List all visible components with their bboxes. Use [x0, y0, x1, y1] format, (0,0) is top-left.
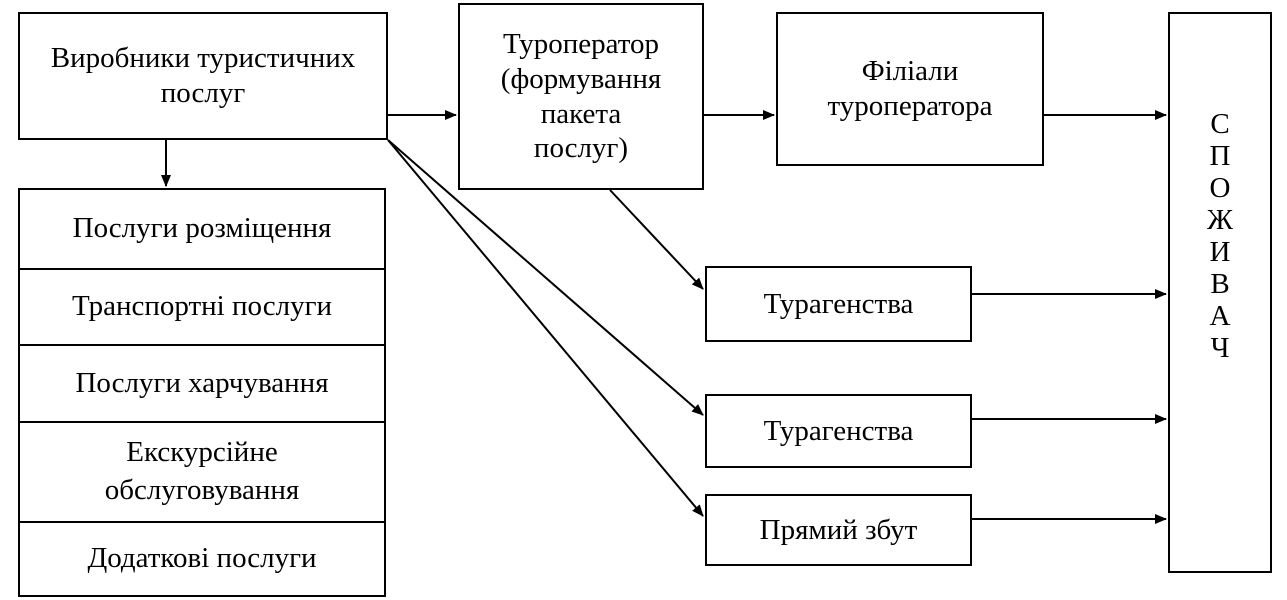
service-item-additional: Додаткові послуги: [20, 521, 384, 595]
agency-1-label: Турагенства: [763, 287, 914, 320]
direct-sales-box: Прямий збут: [705, 494, 972, 566]
direct-sales-label: Прямий збут: [759, 513, 918, 546]
consumer-letter: Ж: [1207, 204, 1233, 236]
consumer-letter: С: [1210, 108, 1230, 140]
consumer-box: С П О Ж И В А Ч: [1168, 12, 1272, 573]
producer-box: Виробники туристичних послуг: [18, 12, 388, 140]
consumer-label: С П О Ж И В А Ч: [1207, 108, 1233, 364]
agency-box-1: Турагенства: [705, 266, 972, 342]
service-label: Послуги харчування: [75, 366, 329, 399]
tour-operator-box: Туроператор (формування пакета послуг): [458, 3, 704, 190]
arrow-tour-operator-to-agency-1: [609, 189, 704, 290]
arrow-producer-to-agency-2: [387, 139, 704, 416]
arrow-producer-to-direct-sales: [387, 139, 704, 517]
consumer-letter: Ч: [1210, 332, 1230, 364]
service-label: Додаткові послуги: [87, 542, 317, 575]
service-label: Екскурсійне обслуговування: [104, 436, 300, 506]
service-item-excursion: Екскурсійне обслуговування: [20, 421, 384, 521]
service-label: Послуги розміщення: [72, 212, 332, 245]
consumer-letter: В: [1210, 268, 1230, 300]
service-item-accommodation: Послуги розміщення: [20, 190, 384, 268]
service-item-catering: Послуги харчування: [20, 344, 384, 421]
consumer-letter: А: [1209, 300, 1231, 332]
branches-box: Філіали туроператора: [776, 12, 1044, 166]
consumer-letter: И: [1209, 236, 1231, 268]
agency-2-label: Турагенства: [763, 414, 914, 447]
consumer-letter: О: [1209, 172, 1231, 204]
agency-box-2: Турагенства: [705, 394, 972, 468]
consumer-letter: П: [1209, 140, 1231, 172]
branches-label: Філіали туроператора: [827, 55, 993, 122]
tour-operator-label: Туроператор (формування пакета послуг): [500, 27, 662, 165]
services-list: Послуги розміщення Транспортні послуги П…: [18, 188, 386, 597]
service-item-transport: Транспортні послуги: [20, 268, 384, 344]
producer-label: Виробники туристичних послуг: [50, 42, 356, 109]
service-label: Транспортні послуги: [71, 290, 332, 323]
